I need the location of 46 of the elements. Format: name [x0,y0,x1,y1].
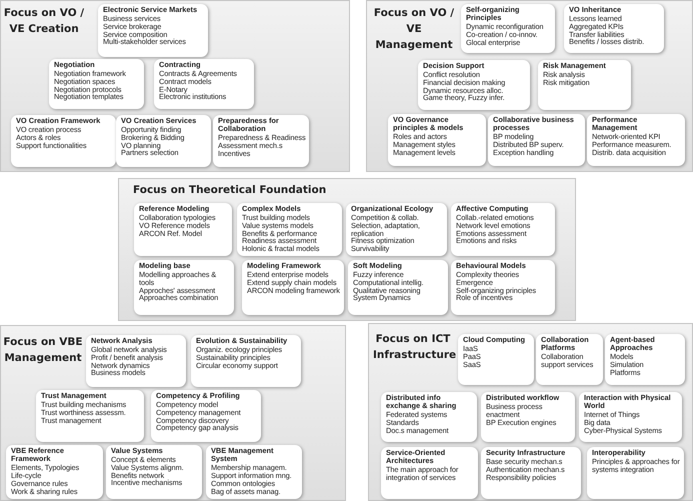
focus-panel [366,0,693,172]
topic-card [461,4,555,53]
topic-card [206,445,302,499]
topic-card [36,390,144,442]
topic-card [242,260,344,315]
topic-card [458,334,534,385]
topic-card [451,260,555,315]
topic-card [86,335,186,387]
topic-card [346,203,447,256]
topic-card [381,447,478,499]
topic-card [237,203,342,256]
topic-card [381,392,477,442]
topic-card [388,114,486,166]
topic-card [451,203,555,256]
topic-card [579,392,682,442]
topic-card [213,115,309,167]
topic-card [151,390,261,442]
focus-panel [368,323,693,501]
topic-card [134,260,234,315]
topic-card [481,392,575,442]
topic-card [605,334,685,385]
topic-card [348,260,448,315]
topic-card [154,59,254,109]
topic-card [536,334,603,385]
topic-card [134,203,232,256]
topic-card [11,115,116,167]
topic-card [488,114,585,166]
focus-panel [118,178,576,321]
focus-panel [0,0,350,172]
panel-heading: Focus on VO / VE Management [372,6,456,53]
topic-card [418,60,530,110]
topic-card [116,115,211,167]
panel-heading: Focus on VBE Management [3,335,83,366]
topic-card [481,447,581,499]
focus-panel [0,325,346,501]
topic-card [587,447,684,499]
topic-card [538,60,631,110]
topic-card [49,59,144,109]
topic-card [564,4,664,53]
panel-heading: Focus on Theoretical Foundation [133,183,328,198]
panel-heading: Focus on VO / VE Creation [3,6,85,37]
topic-card [191,335,301,387]
topic-card [587,114,685,166]
topic-card [6,445,103,499]
topic-card [98,4,208,57]
topic-card [106,445,202,499]
